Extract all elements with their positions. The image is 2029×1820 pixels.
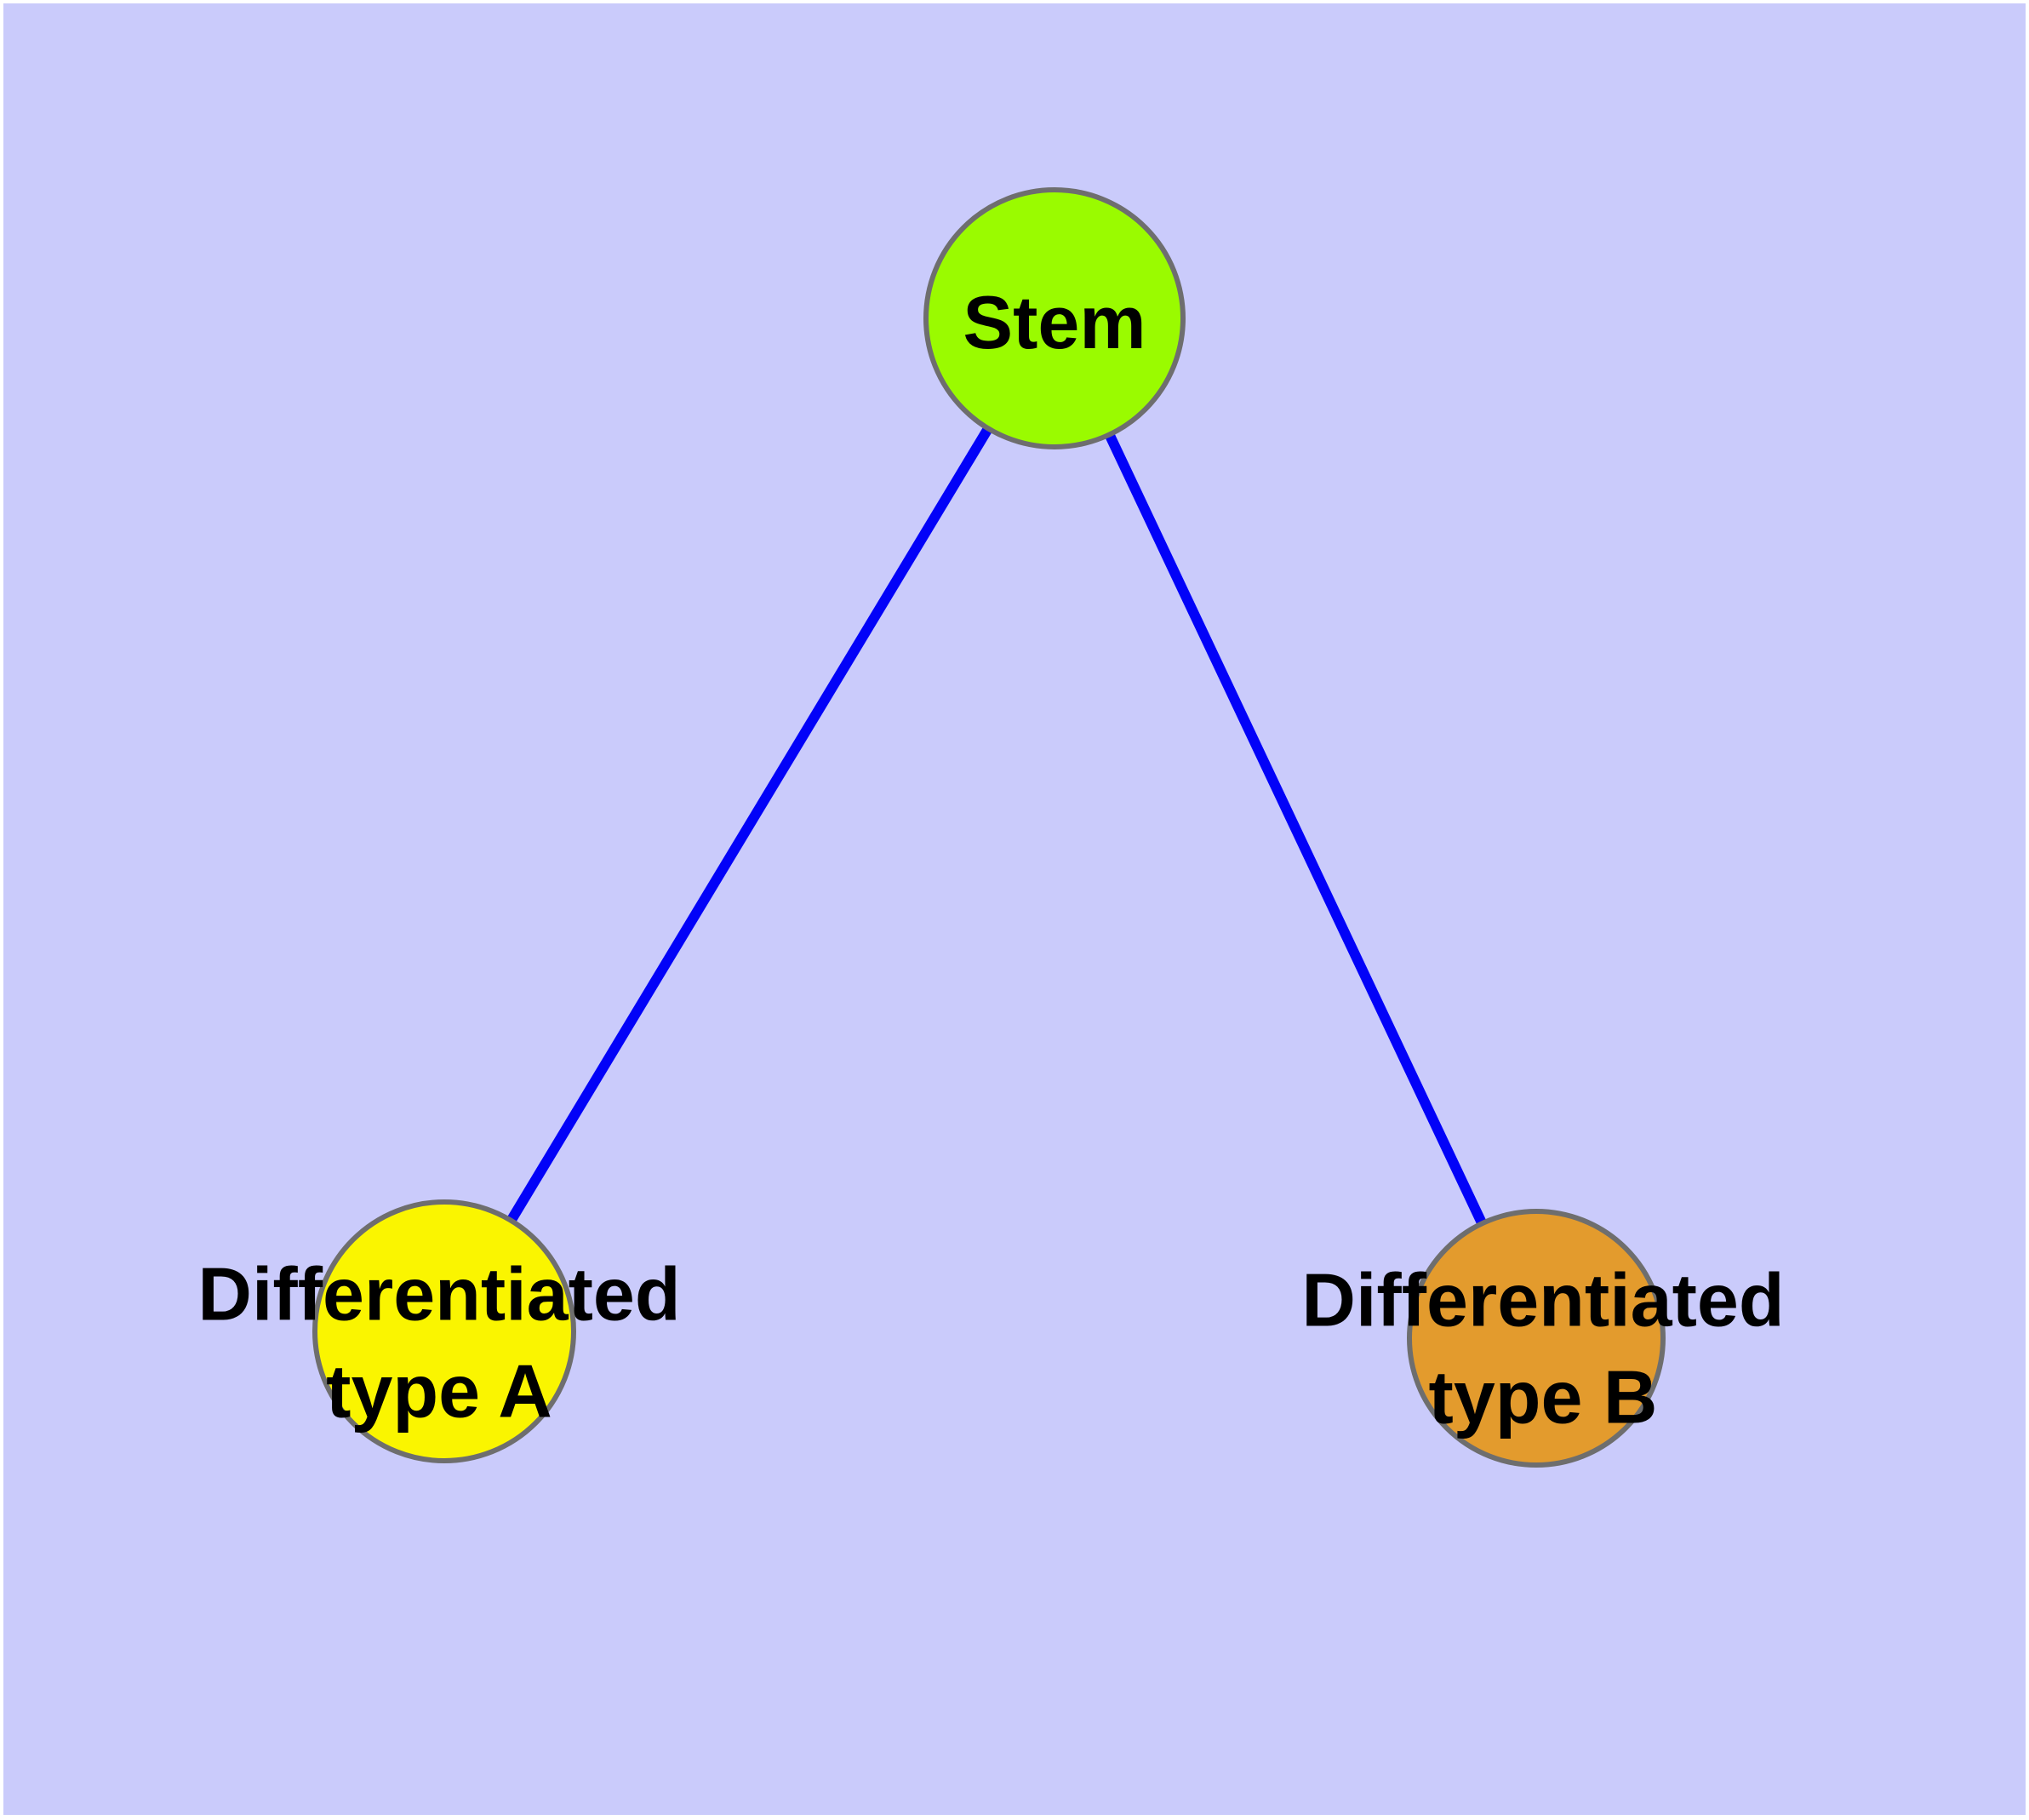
edge-stem-to-type-a [439, 315, 1060, 1335]
node-label-differentiated-type-a: Differentiated type A [197, 1251, 681, 1433]
node-differentiated-type-a [312, 1199, 576, 1463]
node-differentiated-type-b [1407, 1209, 1666, 1468]
edge-stem-to-type-b [1049, 316, 1541, 1341]
node-label-stem: Stem [963, 280, 1146, 365]
node-label-differentiated-type-b: Differentiated type B [1301, 1257, 1785, 1439]
node-stem [923, 187, 1186, 449]
